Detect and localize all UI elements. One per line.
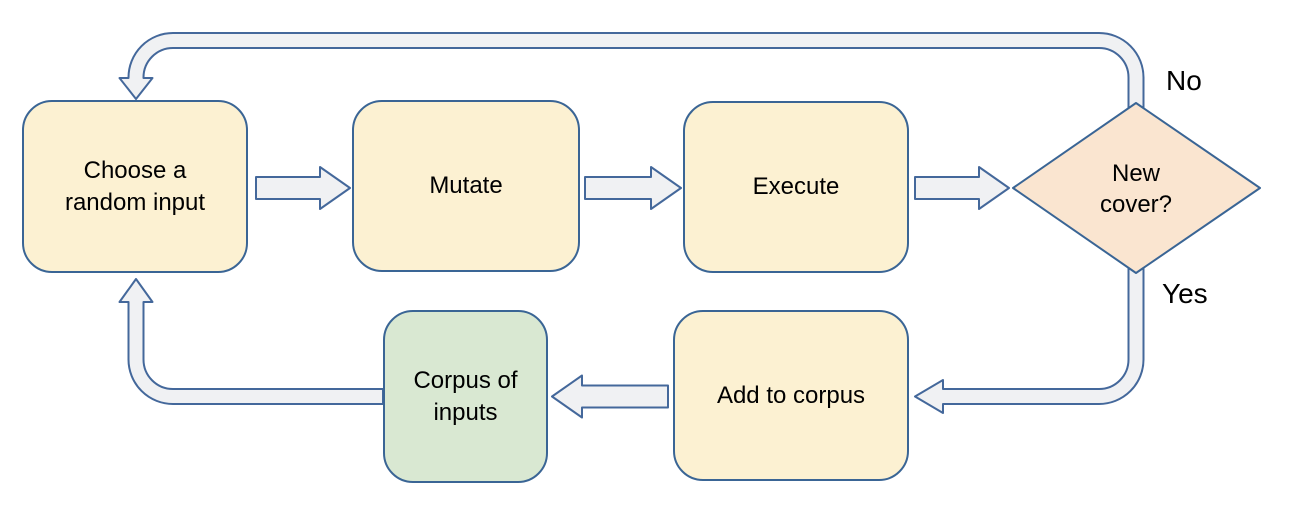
corpus-loop-arrow (118, 278, 384, 405)
node-corpus-of-inputs: Corpus of inputs (383, 310, 548, 483)
node-execute: Execute (683, 101, 909, 273)
node-corpus-of-inputs-label: Corpus of inputs (413, 366, 518, 426)
edge-label-no: No (1166, 65, 1202, 96)
node-choose-random-input: Choose a random input (22, 100, 248, 273)
arrow-choose-to-mutate (255, 166, 351, 210)
node-execute-label: Execute (752, 173, 840, 200)
node-new-cover-label: New cover? (1099, 160, 1173, 218)
arrow-execute-to-decision (914, 166, 1010, 210)
node-add-to-corpus: Add to corpus (673, 310, 909, 481)
decision-diamond-new-cover (1012, 102, 1261, 274)
node-mutate-label: Mutate (429, 172, 503, 199)
arrow-mutate-to-execute (584, 166, 682, 210)
yes-arrow (914, 263, 1145, 414)
edge-label-yes: Yes (1162, 278, 1208, 309)
node-add-to-corpus-label: Add to corpus (716, 381, 866, 409)
arrow-add-to-corpus-node (551, 374, 669, 419)
no-loop-arrow (118, 32, 1145, 113)
node-choose-random-input-label: Choose a random input (64, 156, 206, 216)
node-mutate: Mutate (352, 100, 580, 272)
